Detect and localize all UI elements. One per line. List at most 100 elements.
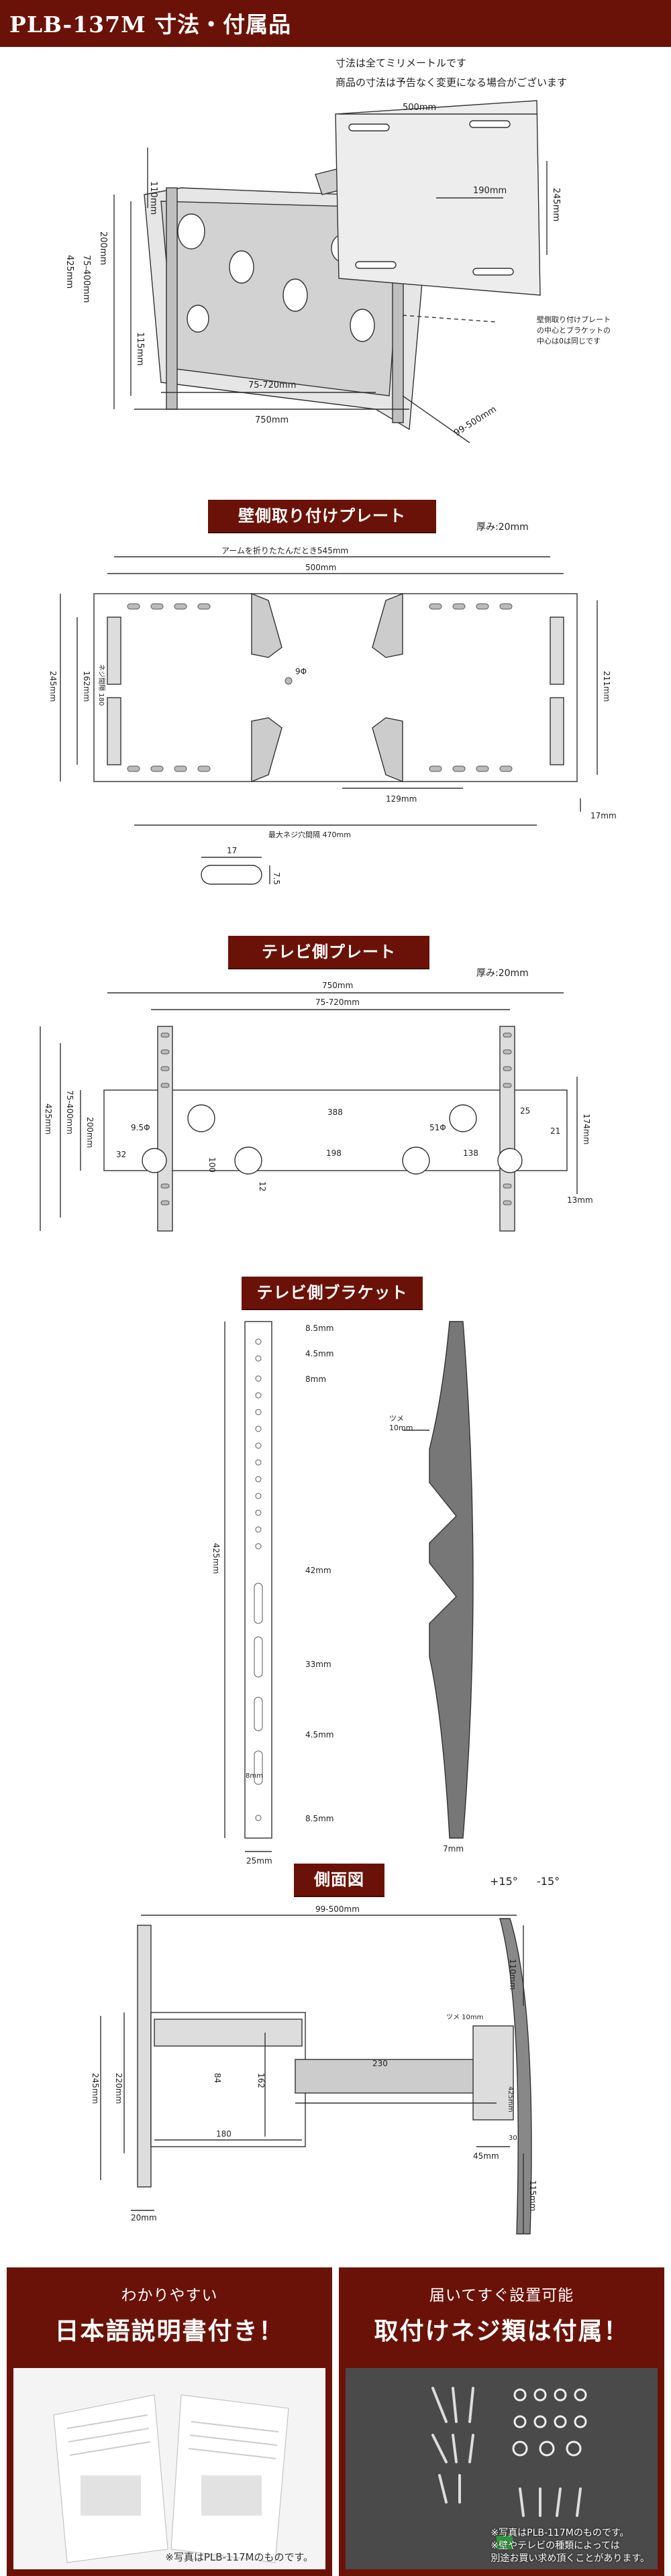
tv-plate-label-12: 12 <box>258 1181 267 1191</box>
side-label-220: 220mm <box>114 2073 123 2104</box>
overview-drawing: 500mm 110mm 200mm 425mm 75-400mm 115mm 1… <box>64 100 611 443</box>
promo-screws-line2: 取付けネジ類は付属！ <box>374 2317 629 2345</box>
overview-label-width: 500mm <box>403 103 436 113</box>
tv-plate-label-198: 198 <box>326 1148 342 1158</box>
overview-note-1: 壁側取り付けプレート <box>537 315 611 324</box>
side-label-180: 180 <box>216 2129 231 2139</box>
bracket-label-33: 33mm <box>305 1660 331 1669</box>
tv-plate-label-425: 425mm <box>44 1104 53 1134</box>
side-label-84: 84 <box>213 2073 222 2083</box>
overview-label-425: 425mm <box>64 255 74 288</box>
promo-screws-caption-1: ※写真はPLB-117Mのものです。 <box>491 2528 629 2538</box>
screws-illustration <box>431 2387 587 2549</box>
bracket-side-shape <box>429 1321 474 1839</box>
slot-label-7-5: 7.5 <box>272 872 281 885</box>
overview-label-75-720: 75-720mm <box>248 380 296 390</box>
overview-label-99-500: 99-500mm <box>452 405 498 439</box>
wall-plate-label-545: アームを折りたたんだとき545mm <box>221 545 348 555</box>
wall-plate-thickness: 厚み:20mm <box>476 522 529 533</box>
tv-bracket-drawing: 8.5mm 4.5mm 8mm 425mm 42mm 33mm 4.5mm 8.… <box>211 1321 474 1866</box>
side-label-45: 45mm <box>473 2151 499 2161</box>
manual-pages-illustration <box>53 2394 289 2563</box>
wall-plate-label-470: 最大ネジ穴間隔 470mm <box>268 830 351 839</box>
tv-plate-label-75-720: 75-720mm <box>315 998 360 1007</box>
overview-note-3: 中心は0は同じです <box>537 337 601 345</box>
tv-plate-label-13: 13mm <box>567 1195 593 1205</box>
tv-plate-label-21: 21 <box>550 1126 560 1136</box>
side-label-162: 162 <box>256 2073 266 2088</box>
wall-plate-label-211: 211mm <box>602 671 611 702</box>
bracket-label-8-5-top: 8.5mm <box>305 1324 333 1333</box>
promo-manual-caption: ※写真はPLB-117Mのものです。 <box>165 2551 313 2563</box>
screws-photo: ※写真はPLB-117Mのものです。 ※壁やテレビの種類によっては 別途お買い求… <box>346 2368 658 2569</box>
wall-plate-label-hole: 9Φ <box>295 667 307 676</box>
tv-plate-thickness: 厚み:20mm <box>476 968 529 979</box>
tv-plate-drawing: 厚み:20mm 750mm 75-720mm 388 9.5Φ <box>40 968 593 1232</box>
tv-plate-label-200: 200mm <box>85 1117 95 1148</box>
title-bar: PLB-137M 寸法・付属品 <box>0 0 671 47</box>
promo-manual-line1: わかりやすい <box>121 2287 218 2304</box>
side-label-245: 245mm <box>91 2073 100 2104</box>
side-arm <box>295 2059 497 2094</box>
side-label-99-500: 99-500mm <box>315 1904 360 1914</box>
tv-plate-label-388: 388 <box>327 1108 343 1117</box>
wall-plate-bolt-label: ネジ間隔 180 <box>97 664 105 706</box>
promo-manual-panel: わかりやすい 日本語説明書付き！ ※写真はPLB-117Mのものです。 <box>7 2267 332 2576</box>
bracket-label-4-5-bottom: 4.5mm <box>305 1730 333 1739</box>
wall-plate-label-17mm: 17mm <box>590 811 617 820</box>
tv-plate-label-75-400: 75-400mm <box>65 1090 74 1134</box>
overview-label-245: 245mm <box>551 188 561 221</box>
overview-label-190: 190mm <box>473 186 507 196</box>
overview-note-2: の中心とブラケットの <box>537 325 611 335</box>
bracket-label-425: 425mm <box>211 1543 221 1574</box>
wall-plate-label-500: 500mm <box>305 563 336 572</box>
wall-plate-label-162: 162mm <box>82 671 91 702</box>
bracket-label-8-5-bottom: 8.5mm <box>305 1814 333 1823</box>
tv-plate-label-100: 100 <box>207 1157 217 1173</box>
tv-plate-outline <box>103 1089 568 1171</box>
wall-plate-label-129: 129mm <box>386 794 417 804</box>
section-title-side-view: 側面図 <box>294 1864 384 1896</box>
side-label-425: 425mm <box>507 2086 514 2112</box>
bracket-tab-label-2: 10mm <box>389 1424 413 1432</box>
tilt-plus-label: +15° <box>490 1875 518 1888</box>
page-title: PLB-137M 寸法・付属品 <box>9 11 292 38</box>
overview-label-115: 115mm <box>135 332 145 366</box>
section-title-wall-plate: 壁側取り付けプレート <box>208 500 436 532</box>
dimension-notes: 寸法は全てミリメートルです 商品の寸法は予告なく変更になる場合がございます <box>336 54 567 93</box>
side-label-30: 30 <box>509 2135 517 2142</box>
wall-plate-outline <box>93 593 578 782</box>
slot-label-17: 17 <box>227 846 237 855</box>
wall-plate-label-245: 245mm <box>48 671 58 702</box>
tv-plate-label-9-5: 9.5Φ <box>131 1123 150 1132</box>
manual-photo: ※写真はPLB-117Mのものです。 <box>13 2368 325 2569</box>
side-label-115: 115mm <box>528 2180 537 2211</box>
tv-plate-label-32: 32 <box>116 1150 126 1159</box>
overview-label-200: 200mm <box>98 231 108 265</box>
note-change: 商品の寸法は予告なく変更になる場合がございます <box>336 76 568 89</box>
overview-label-750: 750mm <box>255 415 289 425</box>
bracket-label-25: 25mm <box>246 1856 272 1866</box>
side-label-20: 20mm <box>131 2213 157 2222</box>
side-label-230: 230 <box>372 2059 388 2068</box>
tv-plate-label-25: 25 <box>520 1106 530 1116</box>
wall-plate-drawing: 厚み:20mm <box>48 522 617 885</box>
side-wall <box>137 1925 152 2188</box>
tilt-minus-label: -15° <box>537 1875 560 1888</box>
note-units: 寸法は全てミリメートルです <box>336 57 467 69</box>
bracket-label-4-5-top: 4.5mm <box>305 1349 333 1358</box>
bracket-label-8-slot: 8mm <box>246 1772 263 1780</box>
promo-screws-line1: 届いてすぐ設置可能 <box>429 2287 574 2304</box>
side-label-tab: ツメ 10mm <box>446 2014 483 2021</box>
bracket-label-42: 42mm <box>305 1566 331 1575</box>
tv-plate-label-174: 174mm <box>582 1114 591 1144</box>
bracket-tab-label-1: ツメ <box>389 1414 404 1423</box>
tv-plate-label-51: 51Φ <box>429 1123 446 1132</box>
side-view-drawing: +15° -15° 99-500mm 110mm ツメ 10mm 245mm <box>91 1875 560 2235</box>
promo-screws-panel: 届いてすぐ設置可能 取付けネジ類は付属！ ※写真はPLB-117Mのものです。 <box>339 2267 664 2576</box>
section-title-tv-bracket: テレビ側ブラケット <box>242 1277 423 1309</box>
promo-manual-line2: 日本語説明書付き！ <box>54 2317 285 2345</box>
promo-screws-caption: ※写真はPLB-117Mのものです。 ※壁やテレビの種類によっては 別途お買い求… <box>491 2527 650 2565</box>
tv-plate-label-138: 138 <box>463 1148 478 1158</box>
